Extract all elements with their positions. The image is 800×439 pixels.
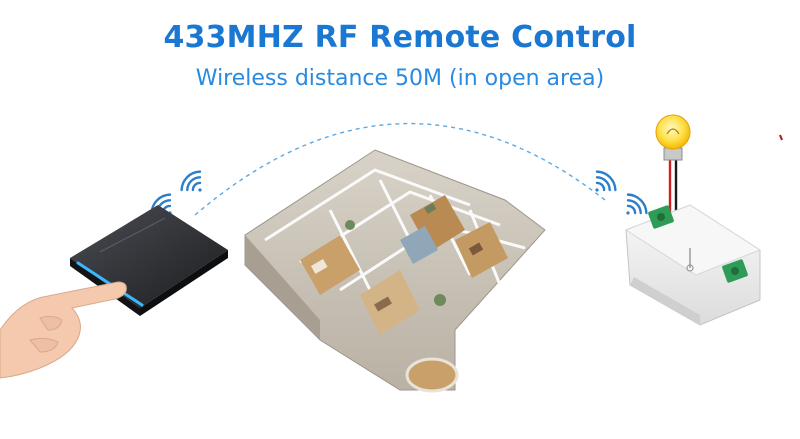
hand <box>0 281 127 379</box>
wifi-signal-icon <box>626 193 648 215</box>
signal-arc <box>194 122 606 216</box>
page-title: 433MHZ RF Remote Control <box>163 20 637 55</box>
wifi-signal-icon <box>595 170 617 192</box>
wifi-signal-icon <box>180 170 202 192</box>
house-floorplan <box>244 149 546 393</box>
rf-receiver-module <box>624 134 783 326</box>
light-bulb-icon <box>655 114 691 212</box>
page-subtitle: Wireless distance 50M (in open area) <box>195 66 605 91</box>
